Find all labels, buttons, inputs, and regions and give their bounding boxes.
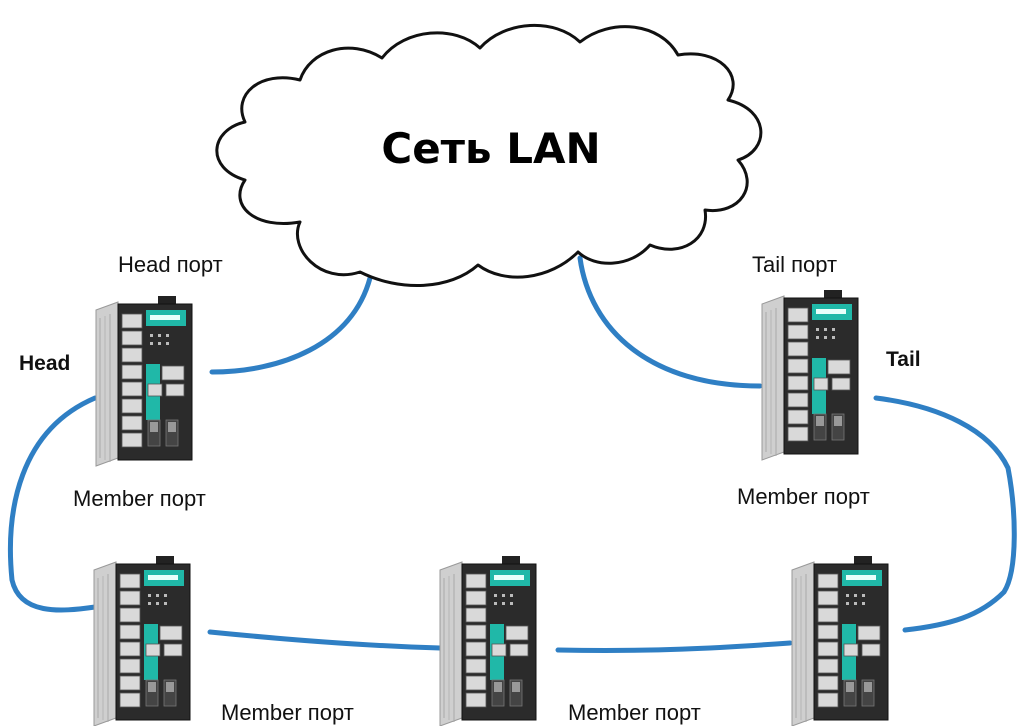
- cable-head-member1: [7, 395, 98, 613]
- head-port-label: Head порт: [118, 252, 223, 277]
- cable-tail-member3: [873, 395, 1017, 633]
- cables: [7, 255, 1017, 654]
- cable-member2-member3: [555, 640, 793, 654]
- member-switch-1-icon: [93, 555, 191, 726]
- member-switch-2-icon: [439, 555, 537, 726]
- lan-cloud: [215, 24, 763, 287]
- head-switch-icon: [95, 295, 193, 467]
- tail-switch-icon: [761, 289, 859, 461]
- member-port-label-bottom-1: Member порт: [221, 700, 354, 725]
- cable-cloud-tail: [577, 255, 763, 389]
- member-port-label-bottom-2: Member порт: [568, 700, 701, 725]
- cable-member1-member2: [207, 629, 443, 651]
- tail-label: Tail: [886, 348, 921, 371]
- member-switch-3-icon: [791, 555, 889, 726]
- member-port-label-right: Member порт: [737, 484, 870, 509]
- tail-port-label: Tail порт: [752, 252, 838, 277]
- head-label: Head: [19, 352, 71, 375]
- member-port-label-left: Member порт: [73, 486, 206, 511]
- cloud-title: Сеть LAN: [381, 124, 600, 173]
- cable-cloud-head: [209, 275, 373, 375]
